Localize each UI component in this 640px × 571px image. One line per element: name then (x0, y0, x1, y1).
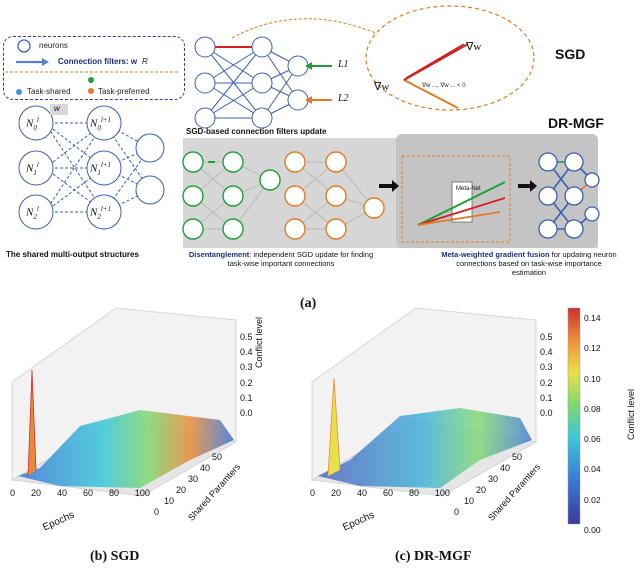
panel-label-a: (a) (300, 296, 317, 311)
weight-tag-bg (50, 104, 68, 115)
legend-neurons-label: neurons (39, 41, 68, 50)
legend-neuron-icon (17, 39, 31, 53)
legend-task-shared: Task-shared (27, 87, 71, 96)
green-dot-icon (88, 77, 94, 83)
node-n0-l1: N0l+1 (90, 116, 112, 132)
node-n2-l: N2l (26, 205, 39, 221)
meta-fusion-box (401, 155, 511, 243)
bubble-inequality: ∇w ..., ∇w ... < 0 (422, 83, 466, 89)
node-n1-l: N1l (26, 161, 39, 177)
task-shared-dot-icon (16, 89, 22, 95)
disentangle-orange-net (284, 151, 385, 240)
gradient-bubble (365, 5, 535, 111)
meta-net-label: Meta-Net (456, 186, 481, 192)
panel-label-b: (b) SGD (90, 549, 140, 564)
grad-label-1: ∇w (466, 41, 482, 53)
sgd-title: SGD (555, 46, 586, 62)
flow-arrow-1 (379, 180, 399, 192)
task-preferred-dot-icon (88, 88, 94, 94)
loss1-label: L1 (338, 59, 349, 70)
plots-svg (10, 307, 581, 525)
panel-label-c: (c) DR-MGF (395, 549, 472, 564)
node-n0-l: N0l (26, 116, 39, 132)
node-n1-l1: N1l+1 (90, 161, 112, 177)
plot-c-surface (318, 408, 532, 488)
plot-b-z-label: Conflict level (254, 316, 264, 368)
weight-tag: w (54, 104, 60, 113)
node-n2-l1: N2l+1 (90, 205, 112, 221)
shared-structure-caption: The shared multi-output structures (6, 250, 139, 259)
sgd-caption: SGD-based connection filters update (186, 127, 327, 136)
sgd-network (194, 36, 309, 129)
legend-connection-label: Connection filters: w (58, 57, 138, 66)
grad-label-2: ∇w (374, 81, 390, 93)
plot-c-spike (327, 377, 341, 477)
colorbar-label: Conflict level (626, 388, 636, 440)
flow-arrow-2 (518, 180, 537, 192)
legend-connection-math: R (142, 57, 148, 66)
fusion-caption: Meta-weighted gradient fusion for updati… (441, 250, 617, 277)
bubble-connector (231, 18, 379, 39)
loss2-label: L2 (338, 93, 349, 104)
diagram-a-svg (5, 5, 600, 248)
plot-b-surface (18, 410, 234, 488)
legend-box (3, 36, 185, 100)
disentangle-caption: Disentanglement: independent SGD update … (188, 250, 374, 268)
colorbar (567, 307, 581, 525)
disentangle-green-net (182, 151, 281, 240)
drmgf-title: DR-MGF (548, 115, 604, 131)
plot-b-spike (27, 369, 37, 477)
legend-task-preferred: Task-preferred (98, 87, 150, 96)
shared-network (18, 105, 165, 230)
fused-network (538, 152, 600, 239)
